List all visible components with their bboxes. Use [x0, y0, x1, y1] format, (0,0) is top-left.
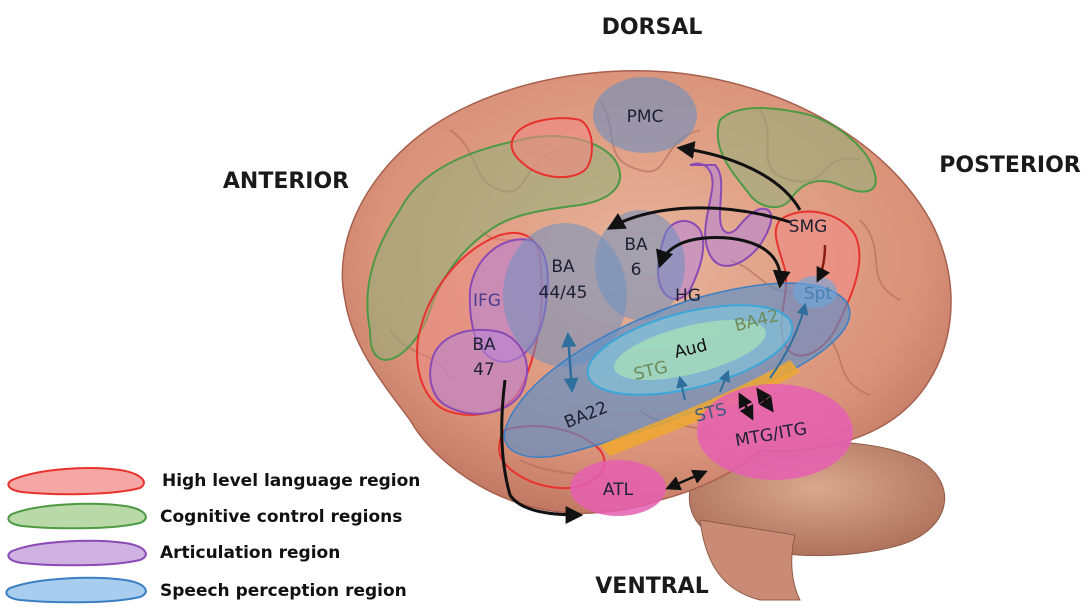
legend-item-articulation: Articulation region — [8, 541, 340, 565]
label-posterior: POSTERIOR — [939, 153, 1081, 178]
legend-swatch-high-level — [8, 468, 144, 494]
label-anterior: ANTERIOR — [223, 169, 349, 194]
label-ba47-line1: BA — [472, 335, 496, 355]
legend-label-high-level: High level language region — [162, 471, 420, 491]
label-pmc: PMC — [627, 107, 664, 127]
legend-label-cognitive: Cognitive control regions — [160, 507, 402, 527]
legend-swatch-articulation — [8, 541, 146, 565]
label-ifg: IFG — [473, 291, 501, 311]
label-ba44-line1: BA — [551, 257, 575, 277]
label-ba44-line2: 44/45 — [539, 283, 588, 303]
label-hg: HG — [675, 286, 701, 306]
label-ba6-line1: BA — [624, 235, 648, 255]
label-ba47-line2: 47 — [473, 360, 495, 380]
label-ventral: VENTRAL — [595, 574, 708, 599]
legend-item-speech: Speech perception region — [6, 578, 406, 602]
legend: High level language region Cognitive con… — [6, 468, 420, 602]
label-ba6-line2: 6 — [631, 260, 642, 280]
label-atl: ATL — [603, 480, 634, 500]
legend-item-high-level: High level language region — [8, 468, 420, 494]
legend-swatch-speech — [6, 578, 146, 602]
legend-label-articulation: Articulation region — [160, 543, 340, 563]
label-dorsal: DORSAL — [602, 15, 703, 40]
label-spt: Spt — [804, 284, 833, 304]
legend-label-speech: Speech perception region — [160, 581, 407, 601]
legend-swatch-cognitive — [8, 504, 146, 528]
legend-item-cognitive: Cognitive control regions — [8, 504, 402, 528]
label-smg: SMG — [789, 217, 828, 237]
